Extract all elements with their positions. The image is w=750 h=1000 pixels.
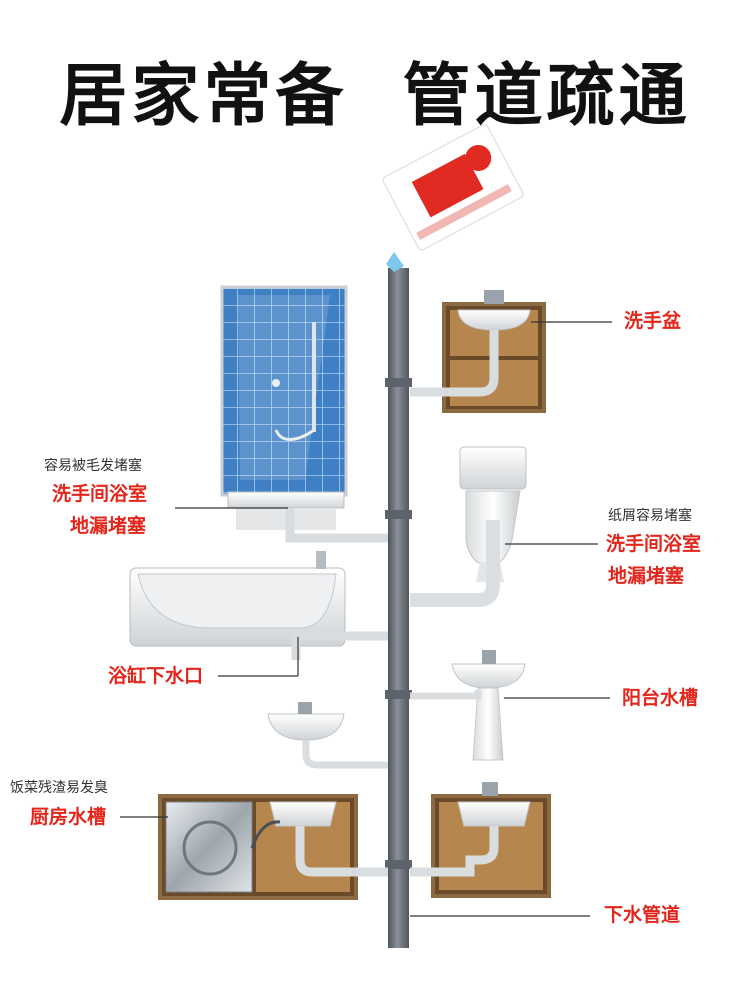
label-washbasin: 洗手盆 xyxy=(624,310,682,332)
leader-lines xyxy=(120,321,612,917)
main-drain-pipe xyxy=(385,268,412,948)
balcony-sink-illustration xyxy=(410,650,526,761)
label-balcony-sink: 阳台水槽 xyxy=(622,687,699,709)
balcony-cabinet-illustration xyxy=(410,782,551,898)
page-title: 居家常备 管道疏通 xyxy=(59,57,691,136)
label-drain-pipe: 下水管道 xyxy=(604,904,681,926)
label-kitchen-sink: 厨房水槽 xyxy=(30,806,107,828)
note-kitchen: 饭菜残渣易发臭 xyxy=(10,780,108,796)
label-bathtub: 浴缸下水口 xyxy=(108,665,204,687)
shower-illustration xyxy=(220,285,388,543)
drain-cleaner-packet xyxy=(382,124,524,272)
note-toilet: 纸屑容易堵塞 xyxy=(608,508,692,524)
kitchen-sink-illustration xyxy=(158,794,388,900)
note-shower: 容易被毛发堵塞 xyxy=(44,458,142,474)
toilet-illustration xyxy=(410,446,527,607)
wall-sink-illustration xyxy=(267,702,388,769)
washbasin-illustration xyxy=(410,290,546,413)
label-shower-line1: 洗手间浴室 xyxy=(52,483,148,505)
bathtub-illustration xyxy=(129,551,388,660)
label-toilet-line1: 洗手间浴室 xyxy=(606,533,702,555)
label-shower-line2: 地漏堵塞 xyxy=(70,515,147,537)
label-toilet-line2: 地漏堵塞 xyxy=(608,565,685,587)
